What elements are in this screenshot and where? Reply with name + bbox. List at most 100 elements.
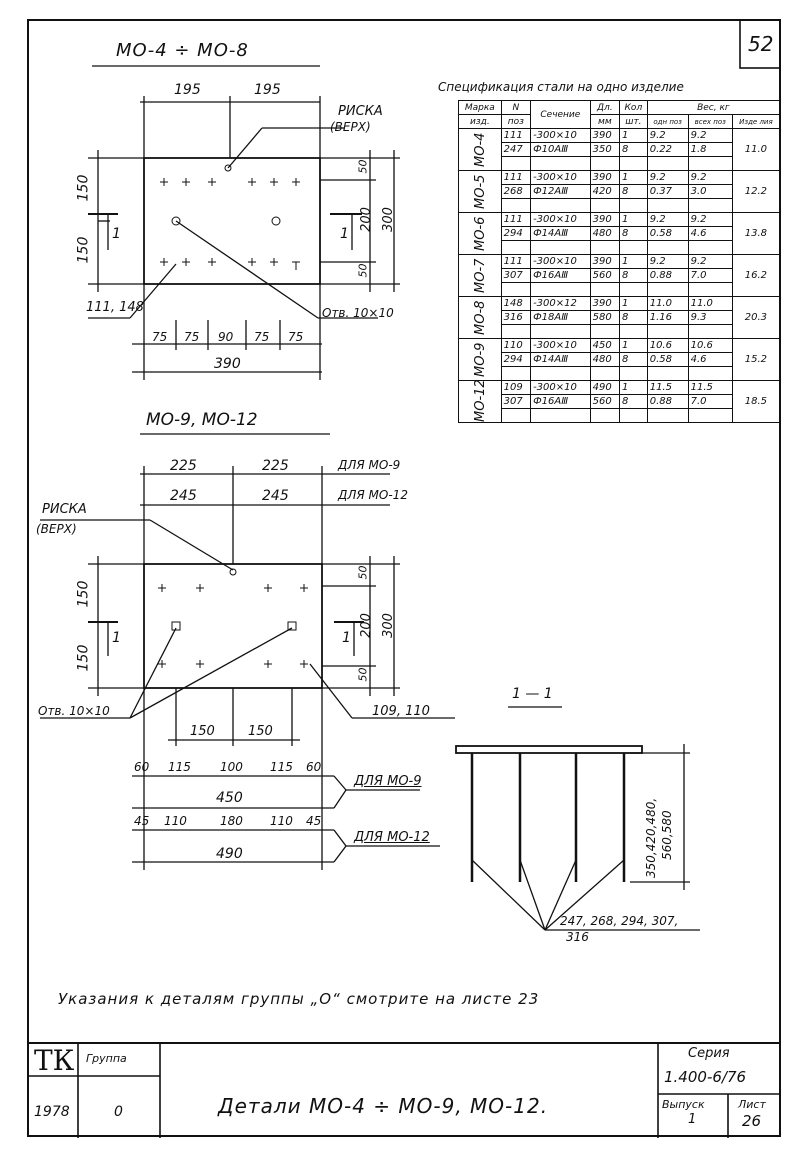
dim2-150-top: 150: [75, 580, 92, 608]
sheet-value: 26: [742, 1112, 762, 1130]
mo12-dim-3: 180: [220, 814, 243, 828]
spec-cell-sec: -300×12: [530, 296, 591, 311]
section-positions-1: 247, 268, 294, 307,: [560, 914, 679, 928]
mo9-dim-1: 60: [134, 760, 150, 774]
spec-cell-sec: -300×10: [530, 128, 591, 143]
spec-cell-wa: 9.2: [687, 254, 733, 269]
th-qty: Кол: [619, 100, 648, 115]
dim-bottom-2: 75: [184, 330, 200, 344]
dim-200: 200: [358, 207, 374, 232]
spec-cell-qty: 1: [619, 380, 648, 395]
mo12-dim-2: 110: [164, 814, 187, 828]
th-length: Дл.: [589, 100, 621, 115]
spec-cell-pos: 111: [500, 254, 532, 269]
th-n2: поз: [500, 114, 532, 129]
spec-cell-sec: Ф14АⅢ: [530, 352, 591, 367]
spec-cell-len: 390: [589, 128, 621, 143]
dim2-300: 300: [380, 613, 396, 638]
th-n: N: [500, 100, 532, 115]
spec-cell-pos: 111: [500, 212, 532, 227]
spec-empty-cell: [646, 366, 689, 381]
dim2-50-bottom: 50: [356, 667, 370, 682]
spec-spacer-row: [459, 324, 780, 339]
hole-label: Отв. 10×10: [322, 306, 394, 320]
inner-150-left: 150: [190, 724, 215, 739]
spec-cell-pos: 109: [500, 380, 532, 395]
dim-150-bottom: 150: [75, 236, 92, 264]
spec-spacer-row: [459, 366, 780, 381]
spec-empty-cell: [500, 156, 532, 171]
spec-cell-sec: Ф14АⅢ: [530, 226, 591, 241]
spec-cell-pos: 307: [500, 268, 532, 283]
riska-label: РИСКА: [338, 104, 383, 119]
spec-cell-len: 480: [589, 352, 621, 367]
spec-cell-qty: 1: [619, 296, 648, 311]
spec-cell-qty: 8: [619, 226, 648, 241]
spec-empty-cell: [500, 408, 532, 423]
spec-empty-cell: [687, 198, 733, 213]
spec-empty-cell: [646, 198, 689, 213]
spec-empty-cell: [687, 240, 733, 255]
spec-cell-sec: -300×10: [530, 254, 591, 269]
spec-empty-cell: [687, 408, 733, 423]
spec-empty-cell: [619, 156, 648, 171]
spec-empty-cell: [589, 366, 621, 381]
spec-empty-cell: [646, 156, 689, 171]
spec-spacer-row: [459, 408, 780, 423]
dim-150-top: 150: [75, 174, 92, 202]
spec-cell-len: 490: [589, 380, 621, 395]
spec-empty-cell: [646, 324, 689, 339]
spec-cell-wa: 4.6: [687, 226, 733, 241]
spec-cell-wa: 11.5: [687, 380, 733, 395]
spec-cell-pos: 268: [500, 184, 532, 199]
spec-empty-cell: [619, 366, 648, 381]
th-w-item: Изде лия: [731, 114, 781, 129]
sheet-label: Лист: [738, 1098, 766, 1111]
spec-cell-w1: 0.37: [646, 184, 689, 199]
dim-225-right: 225: [262, 458, 289, 474]
title-block: ТК Группа 1978 0 Детали МО-4 ÷ МО-9, МО-…: [28, 1042, 780, 1138]
spec-empty-cell: [500, 240, 532, 255]
spec-cell-sec: Ф16АⅢ: [530, 394, 591, 409]
mo12-dim-4: 110: [270, 814, 293, 828]
spec-cell-pos: 247: [500, 142, 532, 157]
spec-empty-cell: [687, 282, 733, 297]
spec-cell-len: 390: [589, 212, 621, 227]
spec-empty-cell: [530, 156, 591, 171]
year: 1978: [34, 1104, 70, 1120]
spec-total: 18.5: [731, 380, 781, 423]
spec-total: 13.8: [731, 212, 781, 255]
spec-cell-w1: 9.2: [646, 212, 689, 227]
spec-empty-cell: [646, 240, 689, 255]
mo9-label: ДЛЯ МО-9: [354, 774, 422, 789]
spec-cell-sec: -300×10: [530, 170, 591, 185]
inner-150-right: 150: [248, 724, 273, 739]
spec-spacer-row: [459, 240, 780, 255]
spec-empty-cell: [687, 366, 733, 381]
spec-cell-len: 390: [589, 170, 621, 185]
dim-bottom-5: 75: [288, 330, 304, 344]
spec-cell-len: 350: [589, 142, 621, 157]
spec-empty-cell: [619, 240, 648, 255]
dim-245-right: 245: [262, 488, 289, 504]
spec-cell-sec: Ф12АⅢ: [530, 184, 591, 199]
th-section: Сечение: [530, 100, 591, 129]
dim2-150-bottom: 150: [75, 644, 92, 672]
spec-empty-cell: [500, 366, 532, 381]
spec-empty-cell: [530, 282, 591, 297]
spec-empty-cell: [646, 408, 689, 423]
spec-empty-cell: [619, 282, 648, 297]
spec-cell-wa: 11.0: [687, 296, 733, 311]
spec-cell-len: 420: [589, 184, 621, 199]
spec-empty-cell: [500, 282, 532, 297]
spec-empty-cell: [530, 324, 591, 339]
spec-cell-pos: 316: [500, 310, 532, 325]
spec-cell-w1: 11.0: [646, 296, 689, 311]
